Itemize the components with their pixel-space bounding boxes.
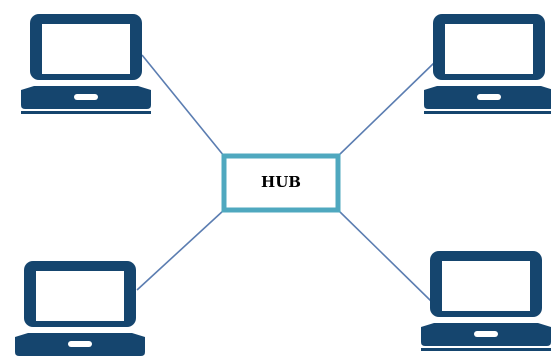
laptop-top-left: [21, 14, 151, 114]
connection-line-bottom-right: [337, 209, 433, 303]
laptop-icon: [424, 14, 551, 114]
connection-lines: [136, 54, 436, 303]
laptop-bottom-left: [15, 261, 145, 358]
laptop-icon: [15, 261, 145, 358]
hub-label: HUB: [261, 173, 301, 191]
laptop-top-right: [424, 14, 551, 114]
hub: HUB: [221, 153, 341, 213]
laptop-icon: [421, 251, 551, 351]
hub-box: [221, 153, 341, 213]
laptop-bottom-right: [421, 251, 551, 351]
connection-line-bottom-left: [136, 209, 225, 291]
connection-line-top-left: [141, 54, 225, 157]
connection-line-top-right: [337, 61, 436, 157]
laptop-icon: [21, 14, 151, 114]
